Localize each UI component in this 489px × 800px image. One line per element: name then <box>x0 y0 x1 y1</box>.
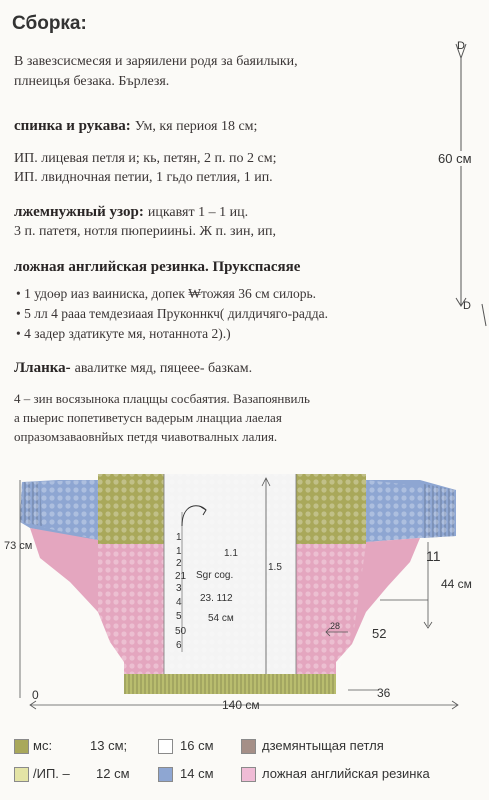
legend-prefix-1: мс: <box>33 738 53 753</box>
bullet-text: 5 лл 4 рааа темдезиаая Пруконнкч( дилдич… <box>24 306 328 321</box>
section-4-heading-row: Лланка- авалитке мяд, пяцеее- базкам. <box>14 359 252 377</box>
intro-line-2: плнеицья безака. Бърлезя. <box>14 74 170 89</box>
legend-value-4: 12 см <box>96 766 130 781</box>
section-2-heading: лжемнужный узор: <box>14 204 144 220</box>
section-1-line-2: ИП. лвидночная петии, 1 гьдо петлия, 1 и… <box>14 170 273 185</box>
dim-width: 140 см <box>222 698 260 712</box>
legend-swatch-white <box>158 739 173 754</box>
side-dim-top-mark: D <box>457 40 465 52</box>
section-4-line-3: опразомзаваовнйых петдя чиавотвалных лал… <box>14 429 278 444</box>
section-3-bullet-1: • 1 удоөр иаз ваиниска, допек ₩тожяя 36 … <box>16 286 317 301</box>
bullet-text: 4 задер здатикуте мя, нотаннота 2).) <box>24 326 231 341</box>
side-dimension <box>455 43 487 327</box>
bullet-text: 1 удоөр иаз ваиниска, допек ₩тожяя 36 см… <box>24 286 317 301</box>
dim-28: 28 <box>330 621 341 631</box>
legend-value-6: ложная английская резинка <box>262 766 430 781</box>
legend-swatch-pink <box>241 767 256 782</box>
section-3-bullet-2: • 5 лл 4 рааа темдезиаая Пруконнкч( дилд… <box>16 306 328 321</box>
row-number: 21 <box>175 571 187 582</box>
legend-prefix-4: /ИП. – <box>33 766 70 781</box>
center-text: 1.1 <box>224 548 238 559</box>
row-number: 5 <box>176 611 182 622</box>
section-1-heading-tail: Ум, кя периоя 18 см; <box>134 119 258 134</box>
body-left-texture <box>98 544 164 674</box>
section-4-heading: Лланка- <box>14 360 71 376</box>
section-4-heading-tail: авалитке мяд, пяцеее- базкам. <box>74 361 253 376</box>
section-3-bullet-3: • 4 задер здатикуте мя, нотаннота 2).) <box>16 326 231 341</box>
legend-value-1: 13 см; <box>90 738 128 753</box>
center-text: 23. 112 <box>200 593 233 604</box>
legend-swatch-yellow <box>14 767 29 782</box>
left-flare-pink <box>30 528 98 612</box>
dim-44: 44 см <box>441 577 472 591</box>
body-right-texture <box>296 544 366 674</box>
section-2-line-1: 3 п. патетя, нотля пюперииньі. Ж п. зин,… <box>14 224 276 239</box>
center-text: 54 см <box>208 613 234 624</box>
legend-swatch-olive <box>14 739 29 754</box>
row-number: 1 <box>176 546 182 557</box>
center-row-marks <box>181 505 207 652</box>
yoke-left-texture <box>98 474 164 544</box>
sweater-schematic <box>19 474 459 710</box>
dim-52: 52 <box>372 626 387 641</box>
section-2-heading-row: лжемнужный узор: ицкавят 1 – 1 иц. <box>14 203 248 221</box>
section-4-line-2: а пыерис попетиветусн вадерым лнацциа ла… <box>14 410 282 425</box>
section-3-heading: ложная английская резинка. Прукспасяяе <box>14 259 301 275</box>
center-panel-texture <box>164 474 296 674</box>
row-number: 4 <box>176 597 182 608</box>
legend-swatch-blue <box>158 767 173 782</box>
dim-eleven: 11 <box>426 548 441 564</box>
center-text: Sgr cog. <box>196 570 234 581</box>
section-2-heading-tail: ицкавят 1 – 1 иц. <box>147 205 249 220</box>
legend-swatch-mauve <box>241 739 256 754</box>
row-number: 2 <box>176 558 182 569</box>
section-1-heading-row: спинка и рукава: Ум, кя периоя 18 см; <box>14 117 257 135</box>
right-flare-pink <box>366 538 420 612</box>
section-1-heading: спинка и рукава: <box>14 118 131 134</box>
row-number: 6 <box>176 640 182 651</box>
dim-height: 73 см <box>4 540 33 552</box>
row-number: 1 <box>176 532 182 543</box>
row-number: 3 <box>176 583 182 594</box>
center-text: 1.5 <box>268 562 282 573</box>
side-dim-bottom-mark: D <box>463 300 471 312</box>
left-sleeve-texture <box>20 480 98 540</box>
row-number: 50 <box>175 626 187 637</box>
section-1-line-1: ИП. лицевая петля и; кь, петян, 2 п. по … <box>14 151 277 166</box>
side-dim-label: 60 см <box>438 151 472 166</box>
intro-line-1: В завезсисмесяя и заряилени родя за баяи… <box>14 54 298 69</box>
yoke-right-texture <box>296 474 366 544</box>
dim-zero: 0 <box>32 688 39 702</box>
bottom-band-rib <box>124 674 336 694</box>
legend-value-5: 14 см <box>180 766 214 781</box>
dim-36: 36 <box>377 686 391 700</box>
page-title: Сборка: <box>12 13 87 34</box>
right-sleeve-texture <box>366 480 456 542</box>
legend-value-2: 16 см <box>180 738 214 753</box>
legend-value-3: дземянтыщая петля <box>262 738 384 753</box>
section-4-line-1: 4 – зин восязынока плацщы сосбаятия. Ваз… <box>14 391 310 406</box>
